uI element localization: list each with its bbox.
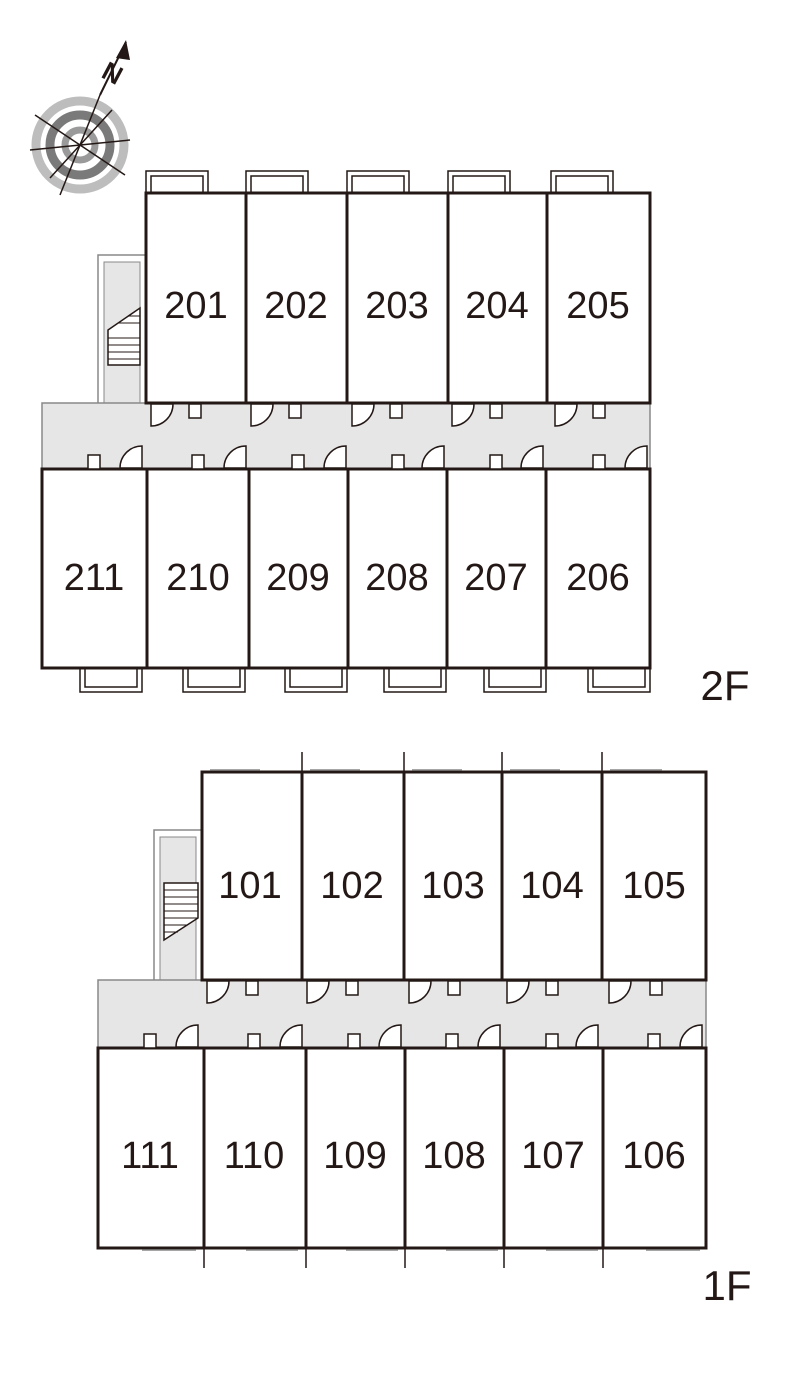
unit-label: 205 xyxy=(566,285,629,327)
stairs-icon xyxy=(107,306,141,366)
unit-label: 201 xyxy=(164,285,227,327)
unit-row-1f-bottom xyxy=(96,1046,708,1250)
unit-label: 104 xyxy=(520,865,583,907)
unit-label: 111 xyxy=(121,1135,179,1177)
unit-label: 204 xyxy=(465,285,528,327)
unit-label: 211 xyxy=(64,557,125,599)
unit-label: 102 xyxy=(320,865,383,907)
unit-207 xyxy=(445,467,548,670)
unit-labels-1f: 101 102 103 104 105 111 110 109 108 107 … xyxy=(121,865,686,1177)
floor-label-1f: 1F xyxy=(702,1262,751,1309)
unit-label: 110 xyxy=(224,1135,285,1177)
unit-104 xyxy=(500,770,604,982)
unit-label: 107 xyxy=(521,1135,584,1177)
floor-2f: 201 202 203 204 205 211 210 209 208 207 … xyxy=(40,170,750,709)
unit-label: 101 xyxy=(218,865,281,907)
unit-label: 105 xyxy=(622,865,685,907)
unit-row-2f-top xyxy=(144,191,652,405)
unit-label: 202 xyxy=(264,285,327,327)
door-icons-1f-bottom xyxy=(143,1024,703,1049)
unit-103 xyxy=(402,770,504,982)
unit-label: 203 xyxy=(365,285,428,327)
unit-211 xyxy=(40,467,149,670)
unit-105 xyxy=(600,770,708,982)
unit-label: 210 xyxy=(166,557,229,599)
north-compass-icon: N xyxy=(29,40,131,196)
floor-label-2f: 2F xyxy=(700,662,749,709)
unit-label: 106 xyxy=(622,1135,685,1177)
unit-label: 207 xyxy=(464,557,527,599)
unit-label: 109 xyxy=(323,1135,386,1177)
unit-row-2f-bottom xyxy=(40,467,652,670)
unit-row-1f-top xyxy=(200,770,708,982)
door-icons-2f-top xyxy=(150,403,606,427)
unit-101 xyxy=(200,770,304,982)
unit-205 xyxy=(545,191,652,405)
unit-209 xyxy=(247,467,350,670)
compass-north-label: N xyxy=(97,55,128,90)
unit-label: 103 xyxy=(421,865,484,907)
unit-label: 208 xyxy=(365,557,428,599)
unit-label: 206 xyxy=(566,557,629,599)
unit-204 xyxy=(446,191,549,405)
unit-106 xyxy=(601,1046,708,1250)
floor-1f: 101 102 103 104 105 111 110 109 108 107 … xyxy=(96,752,752,1309)
unit-label: 209 xyxy=(266,557,329,599)
unit-210 xyxy=(145,467,251,670)
stairs-icon xyxy=(163,882,199,942)
door-icons-2f-bottom xyxy=(87,445,648,470)
unit-labels-2f: 201 202 203 204 205 211 210 209 208 207 … xyxy=(64,285,630,599)
unit-202 xyxy=(244,191,349,405)
unit-206 xyxy=(544,467,652,670)
unit-label: 108 xyxy=(422,1135,485,1177)
unit-108 xyxy=(403,1046,506,1250)
unit-201 xyxy=(144,191,248,405)
door-icons-1f-top xyxy=(206,980,663,1004)
